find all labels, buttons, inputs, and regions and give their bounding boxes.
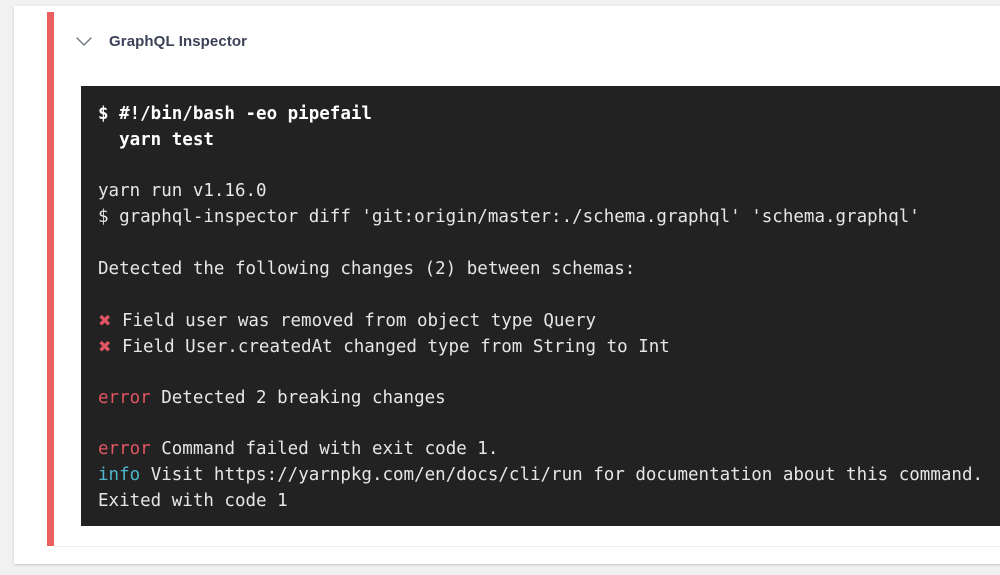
terminal-line: ✖ Field User.createdAt changed type from… <box>81 334 1000 360</box>
terminal-lines: $ #!/bin/bash -eo pipefail yarn test yar… <box>81 102 1000 515</box>
terminal-line: info Visit https://yarnpkg.com/en/docs/c… <box>81 463 1000 489</box>
terminal-line-text: Visit https://yarnpkg.com/en/docs/cli/ru… <box>140 465 984 486</box>
breaking-change-icon: ✖ <box>98 311 112 331</box>
terminal-line: error Detected 2 breaking changes <box>81 386 1000 412</box>
terminal-line <box>81 283 1000 309</box>
terminal-line <box>81 231 1000 257</box>
terminal-line: yarn test <box>98 129 214 150</box>
breaking-change-icon: ✖ <box>98 337 112 357</box>
terminal-line <box>81 154 1000 180</box>
error-label: error <box>98 439 151 460</box>
terminal-line <box>81 412 1000 438</box>
terminal-line: Detected the following changes (2) betwe… <box>98 258 636 279</box>
terminal-line: yarn run v1.16.0 <box>98 181 267 202</box>
page-background-strip <box>14 0 1000 6</box>
terminal-line: error Command failed with exit code 1. <box>81 437 1000 463</box>
terminal-line-text: Detected 2 breaking changes <box>150 387 446 408</box>
terminal-line-text: Field User.createdAt changed type from S… <box>111 337 670 358</box>
job-header[interactable]: GraphQL Inspector <box>54 12 247 70</box>
terminal-line: ✖ Field user was removed from object typ… <box>81 308 1000 334</box>
error-label: error <box>98 387 151 408</box>
terminal-log-output[interactable]: $ #!/bin/bash -eo pipefail yarn test yar… <box>81 86 1000 526</box>
card-footer-divider <box>54 546 1000 547</box>
info-label: info <box>98 465 141 486</box>
terminal-line: Exited with code 1 <box>98 490 288 511</box>
job-status-bar <box>47 12 54 546</box>
job-log-card: GraphQL Inspector $ #!/bin/bash -eo pipe… <box>14 6 1000 564</box>
terminal-line <box>81 360 1000 386</box>
terminal-line: $ #!/bin/bash -eo pipefail <box>98 104 372 124</box>
job-title: GraphQL Inspector <box>109 32 248 50</box>
terminal-line-text: Command failed with exit code 1. <box>150 439 499 460</box>
chevron-down-icon[interactable] <box>69 26 99 56</box>
terminal-line-text: Field user was removed from object type … <box>111 311 597 332</box>
terminal-line: $ graphql-inspector diff 'git:origin/mas… <box>98 207 920 228</box>
